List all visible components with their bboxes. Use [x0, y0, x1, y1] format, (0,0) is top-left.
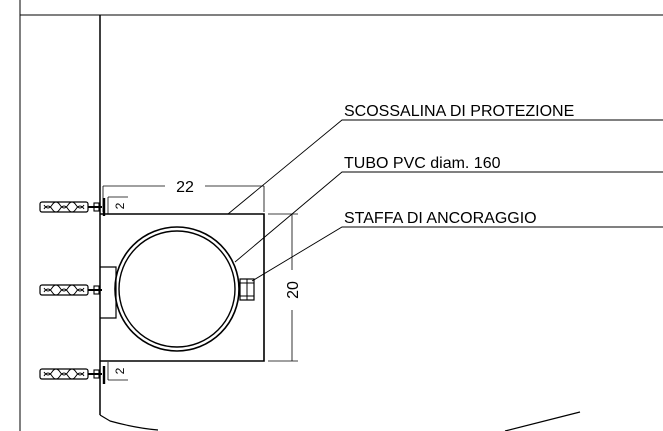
dimension-width-value: 22: [176, 179, 194, 196]
support-plate: [100, 266, 117, 319]
label-flashing: SCOSSALINA DI PROTEZIONE: [344, 103, 574, 120]
drawing-frame: [19, 0, 663, 431]
leader-bracket: STAFFA DI ANCORAGGIO: [251, 210, 663, 282]
dimension-height-value: 20: [285, 281, 302, 299]
wall-anchor-middle: [39, 284, 102, 296]
leader-pipe: TUBO PVC diam. 160: [234, 155, 663, 263]
dimension-height: 20: [268, 213, 302, 362]
dimension-width: 22: [102, 179, 265, 212]
pvc-pipe: [114, 226, 240, 352]
anchor-bracket: [239, 278, 255, 301]
dimension-offset-bottom: 2: [107, 362, 128, 381]
wall: [99, 15, 581, 431]
dimension-offset-top: 2: [107, 196, 128, 214]
dimension-offset-top-value: 2: [113, 202, 127, 209]
label-pipe: TUBO PVC diam. 160: [344, 155, 501, 172]
wall-anchor-bottom: [39, 366, 106, 384]
flashing-box: [100, 213, 265, 362]
dimension-offset-bottom-value: 2: [113, 367, 127, 374]
leader-flashing: SCOSSALINA DI PROTEZIONE: [227, 103, 663, 215]
wall-anchor-top: [39, 198, 106, 216]
label-bracket: STAFFA DI ANCORAGGIO: [344, 210, 537, 227]
